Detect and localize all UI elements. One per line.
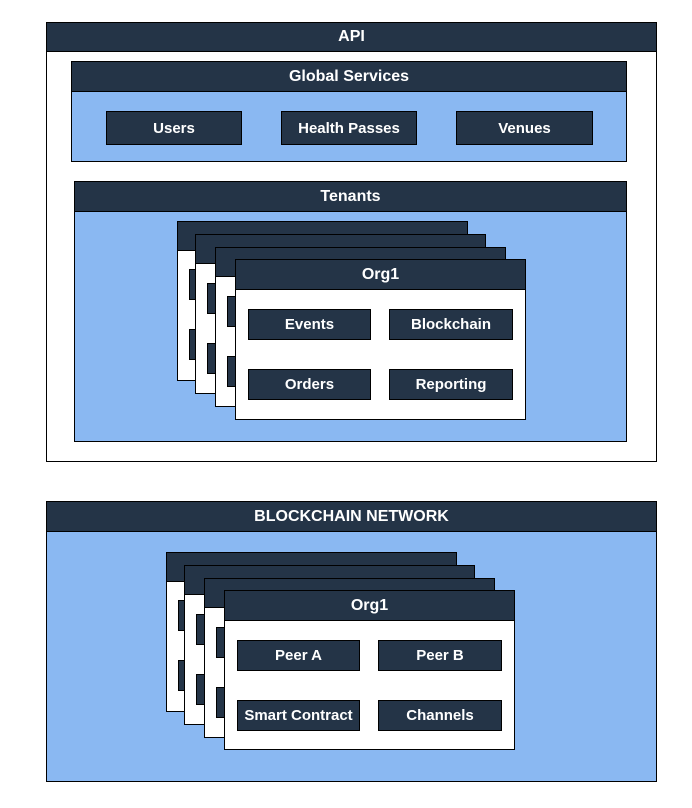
venues-box: Venues — [456, 111, 593, 145]
health-passes-box: Health Passes — [281, 111, 417, 145]
blockchain-box: Blockchain — [389, 309, 513, 340]
channels-box: Channels — [378, 700, 502, 731]
global-services-title: Global Services — [71, 61, 627, 92]
tenants-title: Tenants — [74, 181, 627, 212]
events-box: Events — [248, 309, 371, 340]
orders-box: Orders — [248, 369, 371, 400]
reporting-box: Reporting — [389, 369, 513, 400]
peer-b-box: Peer B — [378, 640, 502, 671]
peer-a-box: Peer A — [237, 640, 360, 671]
api-title: API — [46, 22, 657, 52]
users-box: Users — [106, 111, 242, 145]
tenant-org-title: Org1 — [235, 259, 526, 290]
blockchain-network-title: BLOCKCHAIN NETWORK — [46, 501, 657, 532]
smart-contract-box: Smart Contract — [237, 700, 360, 731]
network-org-title: Org1 — [224, 590, 515, 621]
